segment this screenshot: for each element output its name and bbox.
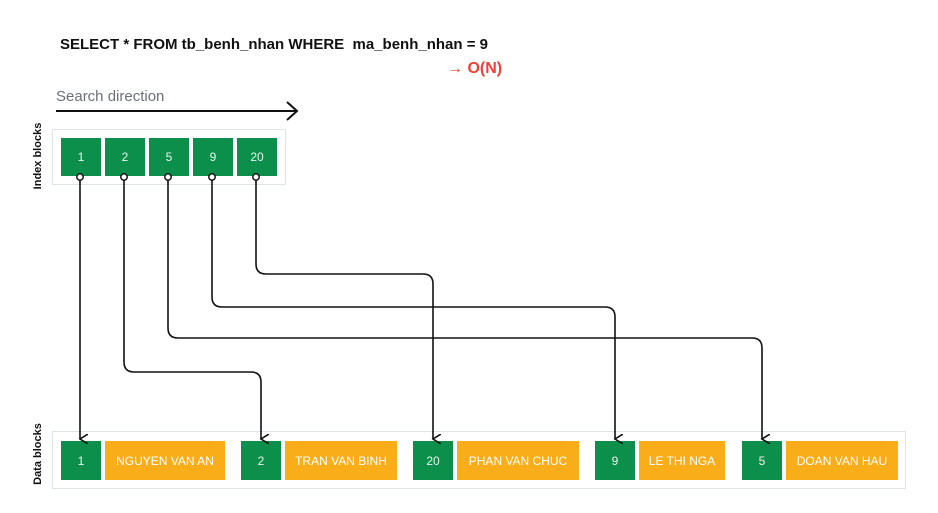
data-key: 5 xyxy=(742,441,782,480)
data-value: NGUYEN VAN AN xyxy=(105,441,225,480)
data-value: PHAN VAN CHUC xyxy=(457,441,579,480)
data-key: 20 xyxy=(413,441,453,480)
pointer-origin-dot xyxy=(252,173,260,181)
pointer-origin-dot xyxy=(208,173,216,181)
index-key: 5 xyxy=(149,138,189,176)
pointer-origin-dot xyxy=(76,173,84,181)
pointer-line xyxy=(255,177,433,439)
data-value: LE THI NGA xyxy=(639,441,725,480)
index-key: 9 xyxy=(193,138,233,176)
data-key: 1 xyxy=(61,441,101,480)
data-value: TRAN VAN BINH xyxy=(285,441,397,480)
sql-query: SELECT * FROM tb_benh_nhan WHERE ma_benh… xyxy=(60,36,488,53)
search-direction-label: Search direction xyxy=(56,88,165,105)
index-key: 2 xyxy=(105,138,145,176)
search-direction-arrow xyxy=(56,101,299,121)
index-key: 20 xyxy=(237,138,277,176)
pointer-line xyxy=(167,177,762,439)
pointer-origin-dot xyxy=(164,173,172,181)
data-key: 9 xyxy=(595,441,635,480)
pointer-origin-dot xyxy=(120,173,128,181)
complexity-label: → O(N) xyxy=(447,60,503,77)
data-key: 2 xyxy=(241,441,281,480)
pointer-line xyxy=(123,177,261,439)
index-key: 1 xyxy=(61,138,101,176)
data-value: DOAN VAN HAU xyxy=(786,441,898,480)
pointer-line xyxy=(211,177,615,439)
